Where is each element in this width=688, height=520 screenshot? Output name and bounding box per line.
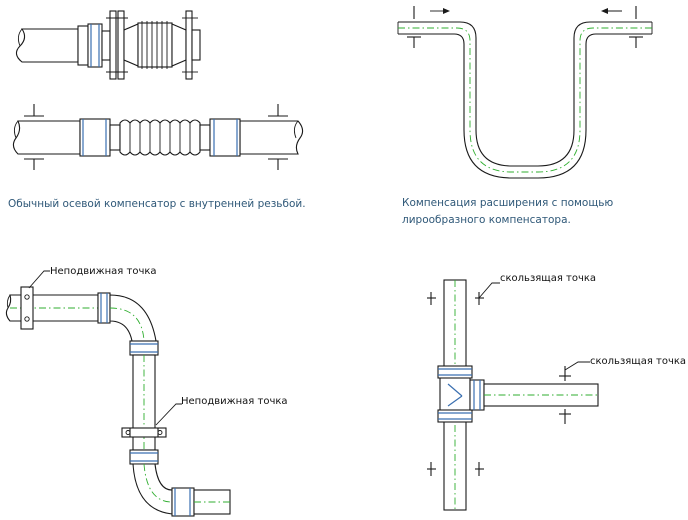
tee-sliding-points — [427, 279, 599, 511]
fixed-point-label-top: Неподвижная точка — [50, 266, 157, 277]
sliding-point-label-right: скользящая точка — [590, 356, 686, 367]
caption-axial-compensator: Обычный осевой компенсатор с внутренней … — [8, 198, 306, 210]
caption-lyre-compensator: Компенсация расширения с помощью лирообр… — [402, 195, 613, 229]
axial-compensator-press — [12, 104, 304, 170]
caption-lyre-line-1: Компенсация расширения с помощью — [402, 197, 614, 209]
lyre-compensator — [397, 6, 653, 179]
fixed-point-label-middle: Неподвижная точка — [181, 396, 288, 407]
caption-lyre-line-2: лирообразного компенсатора. — [402, 214, 571, 226]
sliding-point-label-top: скользящая точка — [500, 273, 596, 284]
l-bend-fixed-points — [5, 270, 231, 517]
axial-compensator-threaded — [15, 10, 201, 80]
